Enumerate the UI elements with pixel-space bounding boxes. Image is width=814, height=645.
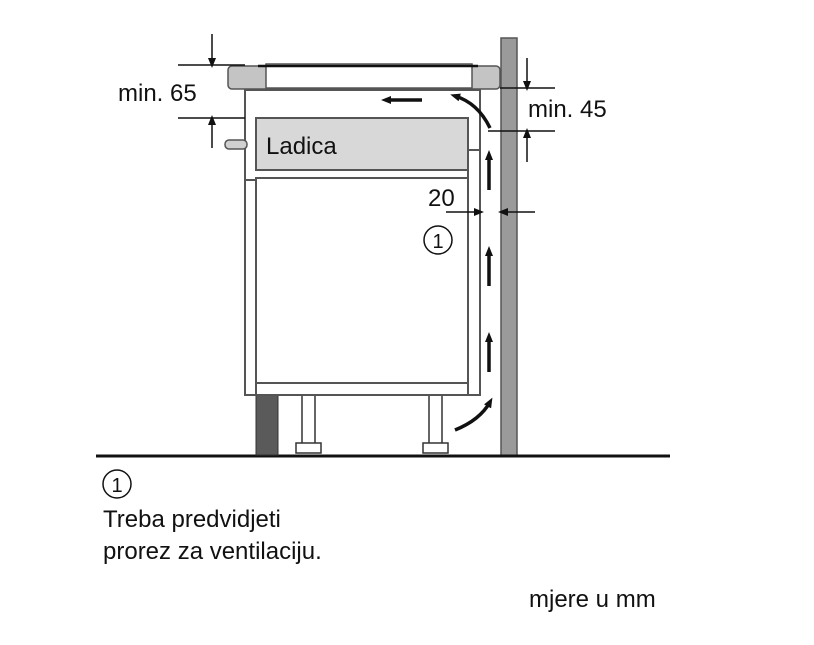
airflow-arrow-curve-top	[450, 93, 492, 129]
legend-marker-circle	[102, 469, 132, 499]
airflow-arrows	[381, 93, 493, 432]
drawer-handle	[224, 139, 248, 150]
cooktop-glass	[265, 63, 473, 89]
units-note: mjere u mm	[529, 586, 656, 613]
legend-marker-number: 1	[111, 475, 122, 497]
legend-text-line-1: Treba predvidjeti	[103, 506, 281, 533]
drawer	[255, 117, 469, 171]
dimension-20-label: 20	[428, 185, 455, 212]
cabinet-door	[255, 177, 469, 384]
callout-marker-number: 1	[432, 231, 443, 253]
cabinet-legs	[295, 394, 449, 454]
rear-gap-panel	[467, 149, 481, 396]
dimension-min-45-label: min. 45	[528, 96, 607, 123]
airflow-arrow-bottom	[454, 397, 493, 432]
legend-text-line-2: prorez za ventilaciju.	[103, 538, 322, 565]
drawer-label: Ladica	[266, 133, 337, 160]
dimension-min-65-label: min. 65	[118, 80, 197, 107]
plinth	[255, 394, 279, 456]
dimension-min-45	[488, 58, 555, 162]
wall	[500, 37, 518, 457]
callout-marker-circle	[423, 225, 453, 255]
cabinet-side-panel	[244, 179, 257, 396]
dimension-min-65	[178, 34, 245, 148]
